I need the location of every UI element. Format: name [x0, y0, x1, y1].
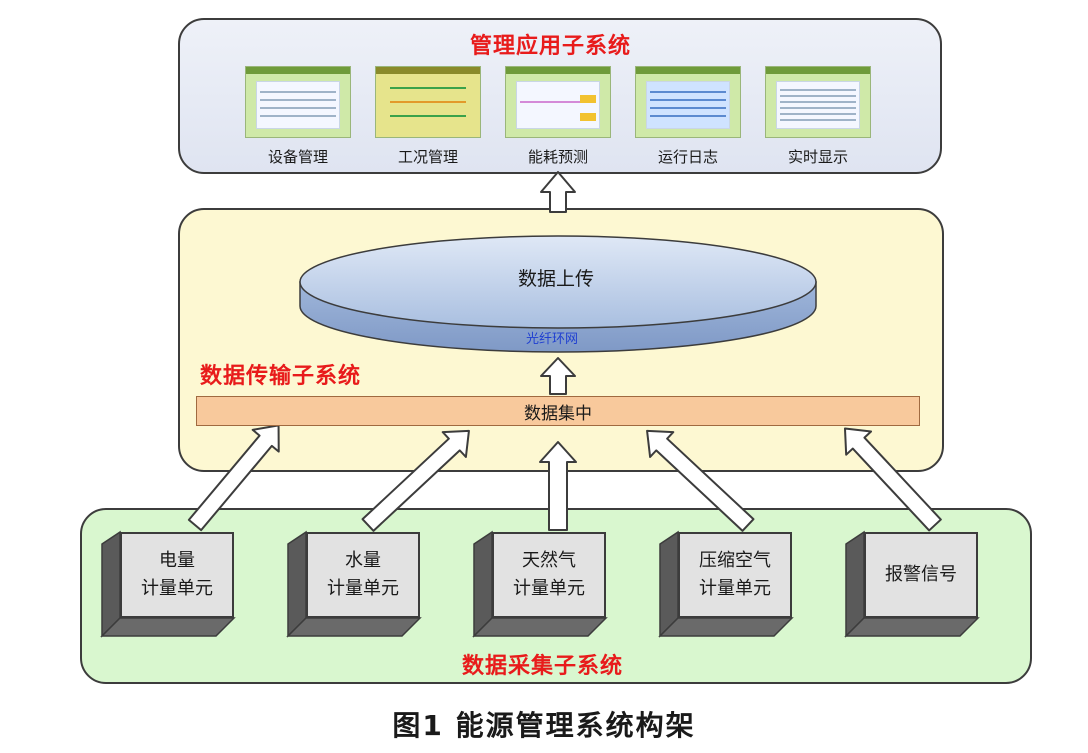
app-realtime-display: 实时显示 [762, 66, 874, 167]
acquisition-subsystem-title: 数据采集子系统 [462, 654, 624, 679]
unit-electric: 电量 计量单元 [102, 532, 242, 636]
management-subsystem-title: 管理应用子系统 [470, 34, 632, 59]
app-condition-management: 工况管理 [372, 66, 484, 167]
arrow-compressed-air [646, 429, 755, 532]
operation-log-thumbnail [635, 66, 741, 138]
arrow-electric [187, 424, 280, 532]
app-label: 运行日志 [657, 148, 718, 166]
upload-disk [299, 235, 817, 353]
arrow-water [361, 429, 470, 532]
unit-line1: 报警信号 [885, 564, 957, 585]
app-label: 设备管理 [267, 148, 328, 166]
arrow-alarm [843, 427, 942, 532]
fiber-ring-label: 光纤环网 [526, 332, 579, 347]
unit-line2: 计量单元 [513, 578, 585, 599]
unit-alarm-signal: 报警信号 [846, 532, 986, 636]
arrow-up-center [539, 441, 577, 531]
unit-line1: 电量 [159, 550, 195, 571]
unit-line1: 压缩空气 [699, 550, 771, 571]
app-operation-log: 运行日志 [632, 66, 744, 167]
unit-natural-gas: 天然气 计量单元 [474, 532, 614, 636]
app-label: 能耗预测 [527, 148, 588, 166]
arrow-up-to-management [540, 171, 576, 213]
unit-line2: 计量单元 [141, 578, 213, 599]
data-concentrate-label: 数据集中 [524, 403, 592, 424]
realtime-display-thumbnail [765, 66, 871, 138]
unit-line1: 水量 [345, 550, 381, 571]
upload-label: 数据上传 [518, 268, 595, 290]
equipment-management-thumbnail [245, 66, 351, 138]
transmission-subsystem-title: 数据传输子系统 [200, 364, 362, 389]
unit-compressed-air: 压缩空气 计量单元 [660, 532, 800, 636]
app-label: 工况管理 [397, 148, 458, 166]
figure-caption: 图1 能源管理系统构架 [392, 709, 696, 742]
app-energy-forecast: 能耗预测 [502, 66, 614, 167]
unit-line2: 计量单元 [327, 578, 399, 599]
data-concentrate-bar: 数据集中 [196, 396, 920, 426]
condition-management-thumbnail [375, 66, 481, 138]
app-label: 实时显示 [787, 148, 848, 166]
unit-line2: 计量单元 [699, 578, 771, 599]
unit-line1: 天然气 [522, 550, 576, 571]
arrow-up-to-disk [540, 357, 576, 395]
app-equipment-management: 设备管理 [242, 66, 354, 167]
unit-water: 水量 计量单元 [288, 532, 428, 636]
energy-forecast-thumbnail [505, 66, 611, 138]
